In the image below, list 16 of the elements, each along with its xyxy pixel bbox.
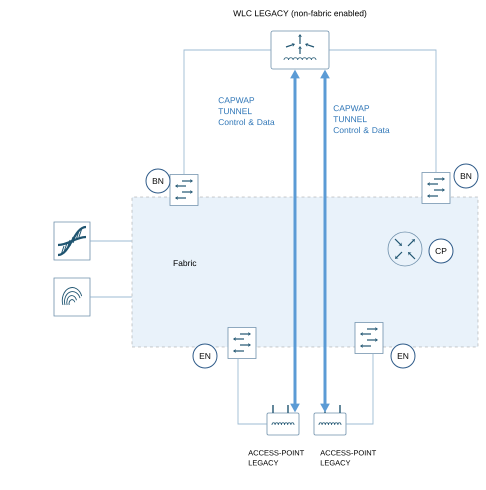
helix-icon — [54, 222, 90, 260]
fingerprint-icon — [54, 278, 90, 316]
switch-icon — [354, 322, 384, 354]
router-icon — [388, 232, 422, 266]
connector-line — [238, 358, 268, 424]
connector-line — [90, 240, 132, 242]
switch-icon — [422, 172, 450, 204]
connector-line — [328, 50, 436, 173]
connector-line — [184, 50, 272, 175]
connector-line — [90, 296, 132, 298]
switch-icon — [170, 174, 198, 206]
edge-label: CAPWAP TUNNEL Control & Data — [218, 97, 275, 126]
connector-line — [346, 353, 374, 424]
edge-label: CAPWAP TUNNEL Control & Data — [333, 105, 390, 134]
switch-icon — [228, 327, 256, 359]
device-title: WLC LEGACY (non-fabric enabled) — [233, 10, 366, 18]
